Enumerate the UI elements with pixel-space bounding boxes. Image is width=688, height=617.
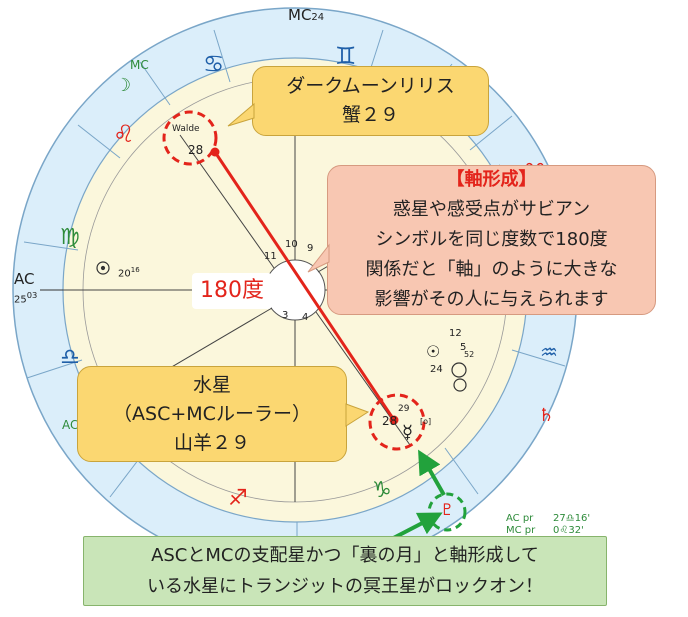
house-number-4: 4 — [302, 312, 309, 323]
sagittarius-sign-icon: ♐ — [228, 486, 248, 511]
axis-formation-line: シンボルを同じ度数で180度 — [375, 229, 608, 250]
capricorn-sign-icon: ♑ — [372, 478, 392, 503]
mercury-callout: 水星 （ASC+MCルーラー） 山羊２９ — [77, 366, 347, 462]
ac-label: AC — [14, 270, 35, 288]
center-circle — [264, 259, 326, 321]
mercury-highlight — [368, 393, 426, 451]
axis-endpoint — [210, 147, 220, 157]
mercury-icon: ☿ — [402, 422, 414, 443]
axis-formation-line: 関係だと「軸」のように大きな — [365, 259, 618, 280]
house-number-9: 9 — [307, 243, 314, 254]
mc-pr-label: MC pr — [506, 525, 536, 536]
house-number-3: 3 — [282, 310, 289, 321]
dark-moon-highlight — [162, 110, 218, 166]
degree-20: 2016 — [118, 266, 140, 280]
mc-pr-value: 0♌32' — [553, 525, 584, 536]
ac-right-label: AC — [62, 418, 79, 432]
leo-sign-icon: ♌ — [113, 120, 135, 148]
mercury-degree: 28 — [382, 414, 398, 428]
ac-degree: 2503 — [14, 290, 38, 306]
aquarius-sign-icon: ♒ — [540, 340, 558, 364]
pluto-highlight — [427, 492, 467, 532]
axis-180-label: 180度 — [192, 273, 272, 309]
dark-moon-degree: 蟹２９ — [341, 104, 399, 126]
walde-degree: 28 — [188, 143, 204, 157]
cancer-sign-icon: ♋ — [203, 50, 225, 78]
axis-endpoint — [389, 415, 399, 425]
mercury-ruler: （ASC+MCルーラー） — [113, 402, 311, 425]
virgo-sign-icon: ♍ — [60, 225, 80, 250]
ac-pr-label: AC pr — [506, 513, 534, 524]
house-number-11: 11 — [264, 251, 277, 262]
dark-moon-title: ダークムーンリリス — [286, 75, 455, 97]
axis-formation-callout: 【軸形成】 惑星や感受点がサビアン シンボルを同じ度数で180度 関係だと「軸」… — [327, 165, 656, 315]
pluto-lockon-callout: ASCとMCの支配星かつ「裏の月」と軸形成して いる水星にトランジットの冥王星が… — [83, 536, 607, 606]
planet-circle-icon — [453, 378, 467, 392]
axis-180-line — [213, 151, 396, 421]
ac-pr-value: 27♎16' — [553, 513, 591, 524]
pluto-lockon-line: ASCとMCの支配星かつ「裏の月」と軸形成して — [151, 545, 539, 566]
libra-sign-icon: ♎ — [60, 345, 80, 370]
gemini-sign-icon: ♊ — [335, 42, 357, 70]
green-arrow-pluto — [418, 449, 446, 496]
house-number-10: 10 — [285, 239, 298, 250]
sun-icon — [96, 261, 110, 275]
degree-12: 12 — [449, 328, 462, 339]
mercury-title: 水星 — [192, 373, 231, 396]
degree-5: 5 — [460, 342, 467, 353]
walde-label: Walde — [172, 124, 200, 134]
house-cusp — [179, 134, 275, 269]
sun-small-icon: ☉ — [426, 342, 441, 361]
moon-icon: ☽ — [115, 75, 132, 96]
degree-24: 24 — [430, 364, 443, 375]
axis-formation-title: 【軸形成】 — [446, 169, 537, 190]
mercury-degree-text: 山羊２９ — [173, 431, 250, 454]
saturn-icon: ♄ — [538, 405, 555, 426]
mc-label-left: MC — [130, 58, 149, 72]
mercury-ex: [o] — [420, 417, 432, 426]
planet-circle-icon — [451, 362, 467, 378]
dark-moon-callout: ダークムーンリリス 蟹２９ — [252, 66, 489, 136]
axis-formation-line: 影響がその人に与えられます — [374, 289, 609, 310]
degree-52: 52 — [464, 350, 475, 359]
axis-formation-line: 惑星や感受点がサビアン — [392, 199, 591, 220]
mc-label: MC24 — [288, 6, 325, 24]
pluto-icon: ♇ — [440, 500, 455, 519]
mercury-minutes: 29 — [398, 404, 410, 414]
pluto-lockon-line: いる水星にトランジットの冥王星がロックオン！ — [147, 576, 543, 597]
